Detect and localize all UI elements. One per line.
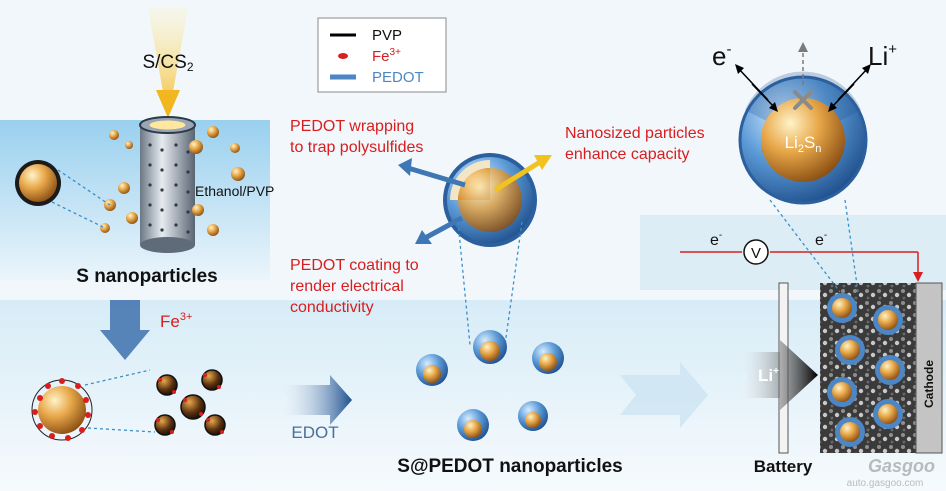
battery-cell (778, 282, 943, 454)
cathode-label: Cathode (922, 360, 936, 408)
watermark-url: auto.gasgoo.com (847, 478, 924, 489)
li-ion-label: Li+ (758, 366, 779, 385)
electron-label-right: e- (815, 230, 827, 249)
coat-annotation-line3: conductivity (290, 299, 374, 316)
voltmeter-label: V (751, 245, 761, 262)
coat-annotation-line1: PEDOT coating to (290, 257, 419, 274)
precursor-arrow-head (156, 90, 180, 118)
battery-label: Battery (754, 457, 813, 476)
nano-annotation-line2: enhance capacity (565, 146, 690, 163)
edot-label: EDOT (291, 423, 338, 442)
fe-coated-particles (31, 369, 226, 441)
voltmeter (743, 239, 769, 265)
li-ion-arrow (735, 340, 818, 410)
s-pedot-label: S@PEDOT nanoparticles (397, 456, 622, 477)
cathode-current-collector (915, 282, 943, 454)
watermark-brand: Gasgoo (868, 456, 935, 476)
solvent-label: Ethanol/PVP (195, 183, 274, 199)
precursor-label: S/CS2 (142, 52, 193, 74)
fe-label: Fe3+ (160, 311, 192, 331)
fe-step-arrow (100, 300, 150, 360)
annotation-arrows (398, 155, 552, 244)
s-particle-zoom (15, 160, 111, 229)
coat-annotation-line2: render electrical (290, 278, 404, 295)
watermark: Gasgoo auto.gasgoo.com (847, 456, 935, 489)
sphere-li-label: Li+ (868, 41, 897, 71)
edot-step-arrow (275, 375, 352, 425)
cross-section-sphere (735, 42, 871, 205)
reaction-tube (139, 116, 196, 253)
li2sn-label: Li2Sn (785, 133, 822, 155)
external-circuit (680, 239, 923, 282)
zoom-line-left (457, 221, 471, 346)
battery-zoom-line-left (769, 199, 841, 293)
wrap-annotation-line2: to trap polysulfides (290, 139, 423, 156)
sphere-electron-label: e- (712, 41, 731, 71)
wrap-annotation-line1: PEDOT wrapping (290, 118, 414, 135)
legend-pvp-label: PVP (372, 27, 402, 44)
precursor-beam (148, 8, 188, 120)
legend-pedot-label: PEDOT (372, 69, 424, 86)
s-nanoparticles-label: S nanoparticles (76, 266, 218, 287)
s-pedot-particles (416, 330, 564, 441)
core-shell-particle (443, 153, 537, 247)
nano-annotation-line1: Nanosized particles (565, 125, 705, 142)
zoom-line-right (504, 221, 523, 346)
legend-fe-swatch (338, 53, 348, 59)
to-battery-arrow (620, 362, 708, 428)
legend-fe-label: Fe3+ (372, 47, 401, 65)
legend: PVP Fe3+ PEDOT (317, 17, 447, 93)
electron-label-left: e- (710, 230, 722, 249)
